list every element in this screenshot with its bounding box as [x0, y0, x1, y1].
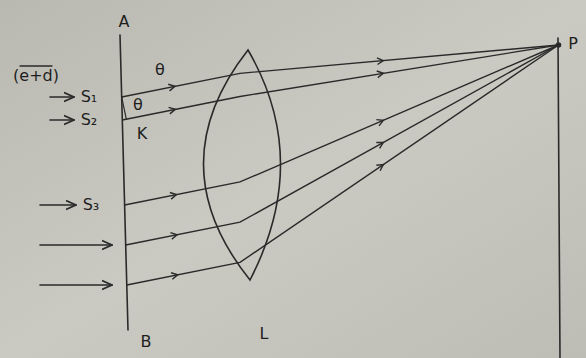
ray-arrow: [170, 233, 177, 240]
incident-ray: [40, 204, 76, 206]
angle-label: θ: [133, 96, 143, 114]
point-label: A: [119, 13, 130, 31]
angle-label: θ: [155, 61, 165, 79]
point-label: K: [137, 125, 148, 143]
ray-arrow: [171, 273, 178, 280]
diffracted-ray: [126, 45, 559, 245]
ray-arrow: [376, 120, 383, 126]
slit-label: S₂: [81, 111, 98, 129]
incident-ray: [40, 284, 112, 286]
grating-line: [120, 35, 128, 330]
ray-arrow: [377, 71, 384, 78]
perpendicular-line: [122, 97, 127, 119]
ray-arrow: [170, 193, 177, 200]
diffracted-ray: [127, 45, 559, 285]
ray-arrow: [169, 107, 176, 114]
ray-arrow: [376, 165, 383, 171]
diffracted-ray: [122, 45, 558, 120]
point-label: P: [568, 35, 578, 53]
ray-arrow: [168, 84, 175, 91]
screen-line: [558, 38, 560, 358]
incident-ray: [50, 96, 74, 98]
slit-label: S₃: [83, 196, 100, 214]
spacing-label: (e+d): [13, 67, 59, 85]
incident-ray: [50, 119, 74, 121]
point-label: B: [141, 333, 152, 351]
incident-ray: [40, 244, 112, 246]
lens-label: L: [260, 325, 269, 343]
diffracted-ray: [125, 45, 559, 205]
ray-arrow: [377, 58, 383, 65]
convex-lens: [203, 50, 280, 280]
ray-arrow: [376, 142, 383, 148]
slit-label: S₁: [81, 88, 98, 106]
